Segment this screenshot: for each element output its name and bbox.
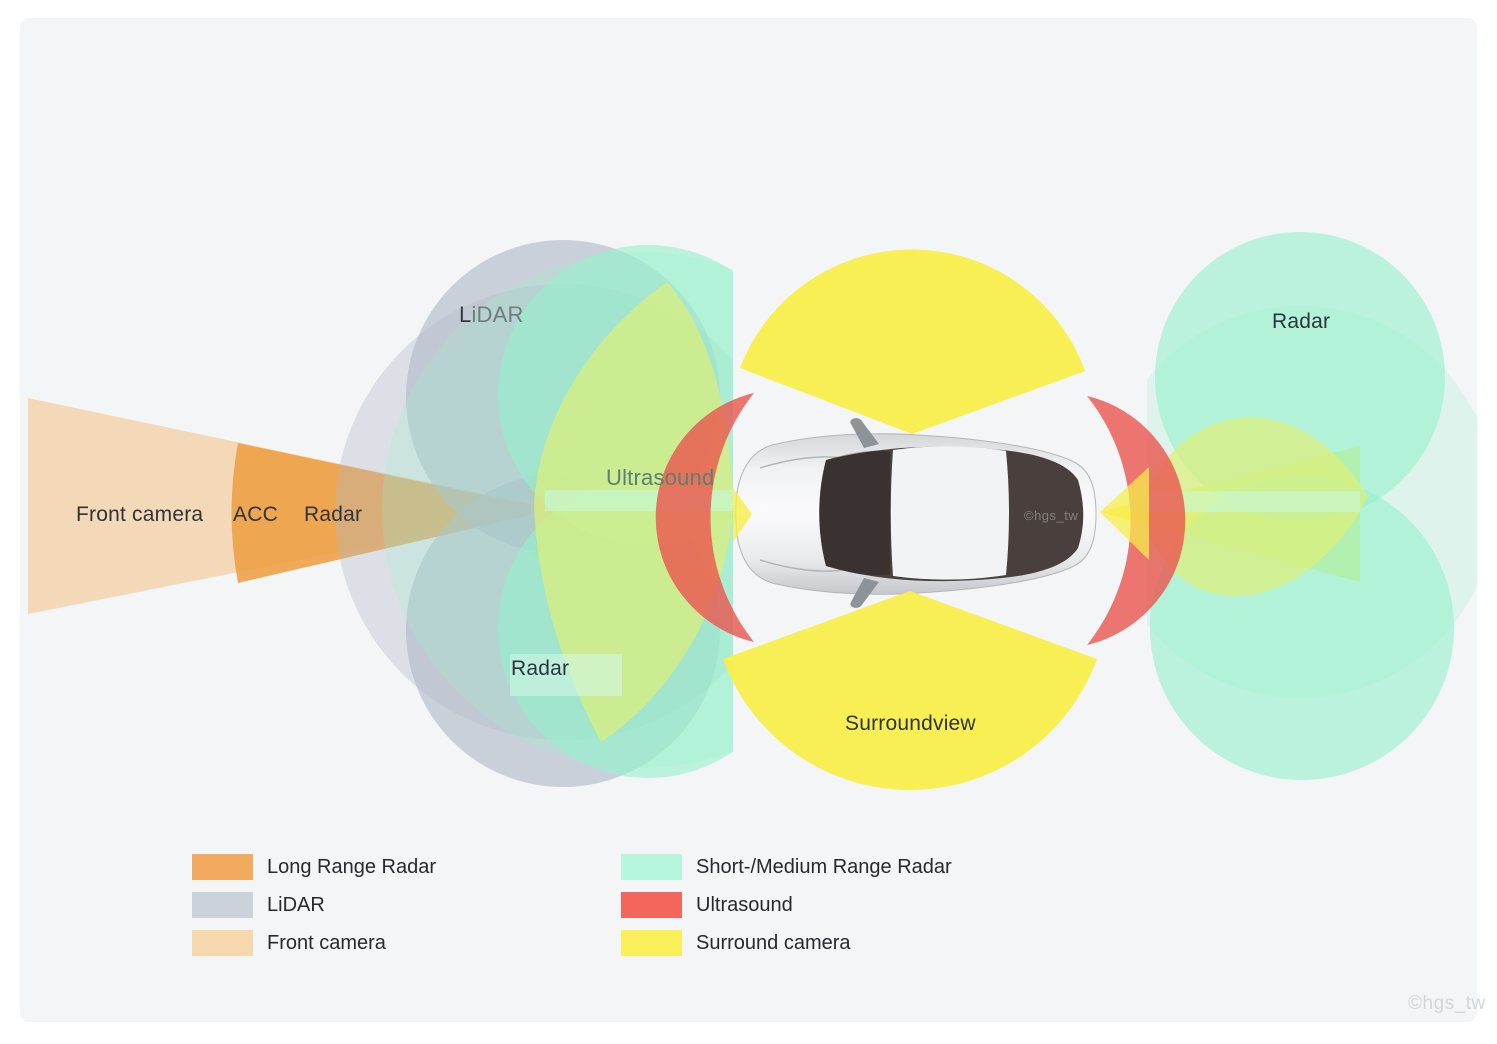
front-sensor-cluster: [335, 240, 733, 787]
long-range-radar-zone: [231, 443, 535, 583]
car-mirror-bottom: [850, 578, 879, 608]
long-range-radar-swatch: [192, 854, 253, 880]
ultrasound-front-zone: [655, 393, 754, 642]
legend-label: Surround camera: [696, 932, 851, 954]
legend-item-short-medium-range-radar: Short-/Medium Range Radar: [621, 854, 952, 880]
legend-label: Short-/Medium Range Radar: [696, 856, 952, 878]
surround-camera-swatch: [621, 930, 682, 956]
car-roof: [890, 446, 1009, 580]
car-top-view: [735, 418, 1097, 608]
legend-column-left: Long Range Radar LiDAR Front camera: [192, 854, 436, 956]
surround-camera-right-beam-tip: [1100, 467, 1149, 560]
legend-label: Front camera: [267, 932, 386, 954]
sensor-zones-canvas: [28, 232, 1477, 790]
car-hood-lines: [759, 456, 843, 572]
legend-item-long-range-radar: Long Range Radar: [192, 854, 436, 880]
surround-camera-bottom-fan: [723, 591, 1097, 790]
lidar-swatch: [192, 892, 253, 918]
legend-item-surround-camera: Surround camera: [621, 930, 952, 956]
legend-label: Ultrasound: [696, 894, 793, 916]
legend-item-lidar: LiDAR: [192, 892, 436, 918]
rear-radar-band: [1128, 491, 1360, 512]
front-camera-swatch: [192, 930, 253, 956]
diagram-panel: [20, 18, 1477, 1022]
surround-camera-left-beam-tip: [733, 488, 752, 542]
legend-item-ultrasound: Ultrasound: [621, 892, 952, 918]
surround-camera-top-fan: [740, 249, 1085, 434]
rear-sensor-cluster: [1147, 232, 1477, 780]
legend-label: Long Range Radar: [267, 856, 437, 878]
short-medium-range-radar-swatch: [621, 854, 682, 880]
car-windshield: [819, 450, 890, 576]
legend-label: LiDAR: [267, 894, 325, 916]
legend-column-right: Short-/Medium Range Radar Ultrasound Sur…: [621, 854, 952, 956]
car-mirror-top: [850, 418, 879, 448]
legend-item-front-camera: Front camera: [192, 930, 436, 956]
ultrasound-swatch: [621, 892, 682, 918]
radar-label-box: [510, 654, 622, 696]
